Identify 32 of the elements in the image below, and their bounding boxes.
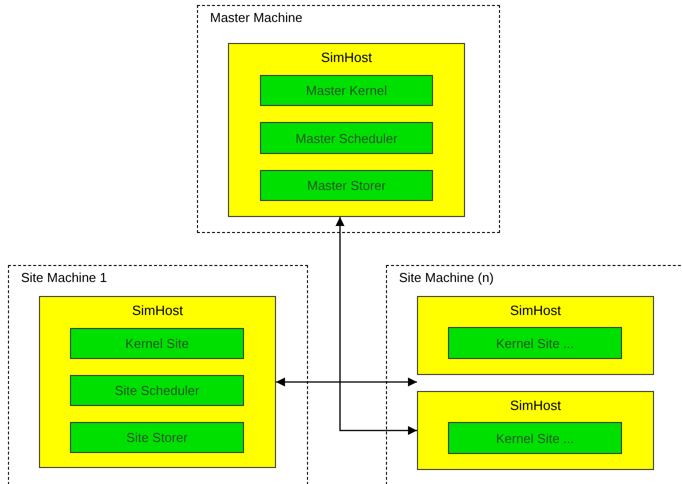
module-box [448, 327, 622, 359]
module-label: Site Storer [126, 430, 188, 445]
module-box [70, 328, 244, 359]
module-label: Kernel Site ... [496, 336, 574, 350]
module-box [260, 122, 433, 154]
host-label: SimHost [320, 50, 373, 65]
machine-label: Master Machine [210, 10, 302, 25]
connector-arrow [276, 378, 417, 386]
module-label: Master Kernel [306, 83, 387, 98]
host-box [417, 391, 654, 470]
host-label: SimHost [508, 398, 562, 413]
host-box [228, 43, 465, 217]
host-label: SimHost [508, 303, 562, 318]
module-box [448, 422, 622, 454]
machine-boundary [197, 5, 500, 233]
host-label: SimHost [130, 303, 184, 318]
connector-arrow [336, 217, 417, 435]
module-label: Kernel Site ... [496, 430, 574, 446]
module-label: Master Scheduler [296, 130, 398, 146]
module-label: Master Storer [307, 178, 386, 193]
host-box [417, 296, 654, 375]
module-box [260, 75, 433, 106]
host-box [39, 296, 276, 468]
module-box [70, 375, 244, 406]
module-box [70, 422, 244, 453]
module-label: Kernel Site [125, 336, 189, 351]
machine-boundary [386, 265, 682, 484]
module-box [260, 170, 433, 201]
machine-boundary [8, 265, 308, 484]
module-label: Site Scheduler [114, 383, 200, 398]
machine-label: Site Machine 1 [21, 270, 107, 285]
machine-label: Site Machine (n) [399, 270, 494, 285]
